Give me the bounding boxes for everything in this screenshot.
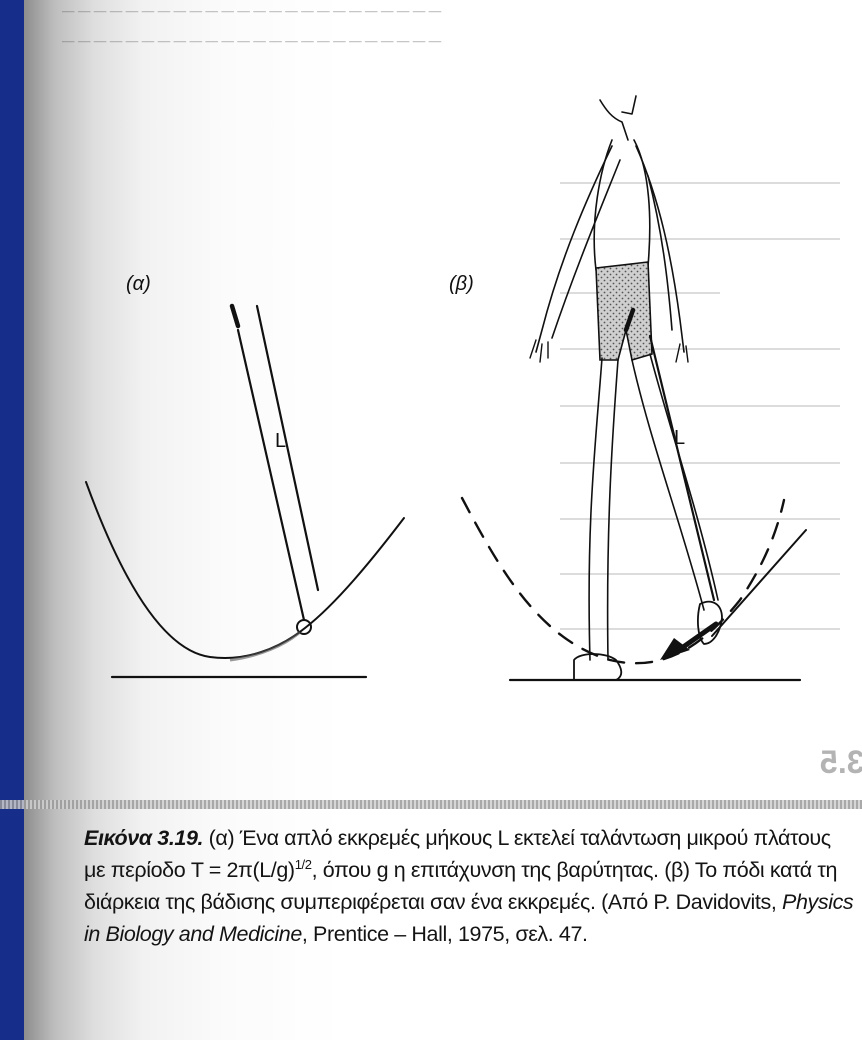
length-indicator-b bbox=[650, 336, 714, 600]
tangent-line-b bbox=[712, 530, 806, 636]
pendulum-pivot bbox=[232, 306, 238, 326]
back-foot bbox=[574, 654, 621, 680]
panel-b: (β) bbox=[449, 96, 806, 680]
figure-caption: Εικόνα 3.19. (α) Ένα απλό εκκρεμές μήκου… bbox=[84, 822, 854, 950]
panel-a: (α) L bbox=[86, 273, 404, 677]
front-leg-outer bbox=[632, 360, 704, 610]
caption-exponent: 1/2 bbox=[295, 857, 312, 872]
head-outline bbox=[600, 100, 628, 140]
motion-arrow-head bbox=[660, 638, 690, 660]
caption-part-c: , Prentice – Hall, 1975, σελ. 47. bbox=[302, 922, 588, 946]
pendulum-arc bbox=[86, 482, 404, 658]
arc-shadow bbox=[230, 632, 300, 660]
back-leg-outer bbox=[589, 358, 602, 660]
shorts bbox=[596, 262, 652, 360]
face-outline bbox=[622, 96, 636, 114]
figure-pendulum-gait: (α) L (β) bbox=[0, 0, 862, 800]
length-label-b: L bbox=[674, 427, 685, 449]
caption-divider bbox=[0, 800, 862, 809]
hand-front bbox=[676, 344, 688, 362]
walker-figure bbox=[530, 96, 722, 680]
panel-b-label: (β) bbox=[449, 273, 474, 295]
leg-swing-arc bbox=[462, 498, 784, 663]
figure-number: Εικόνα 3.19. bbox=[84, 826, 203, 850]
length-label-a: L bbox=[275, 430, 286, 452]
back-leg-inner bbox=[608, 360, 618, 660]
panel-a-label: (α) bbox=[126, 273, 151, 295]
motion-arrow-shaft bbox=[676, 624, 716, 652]
torso-back bbox=[594, 140, 612, 270]
